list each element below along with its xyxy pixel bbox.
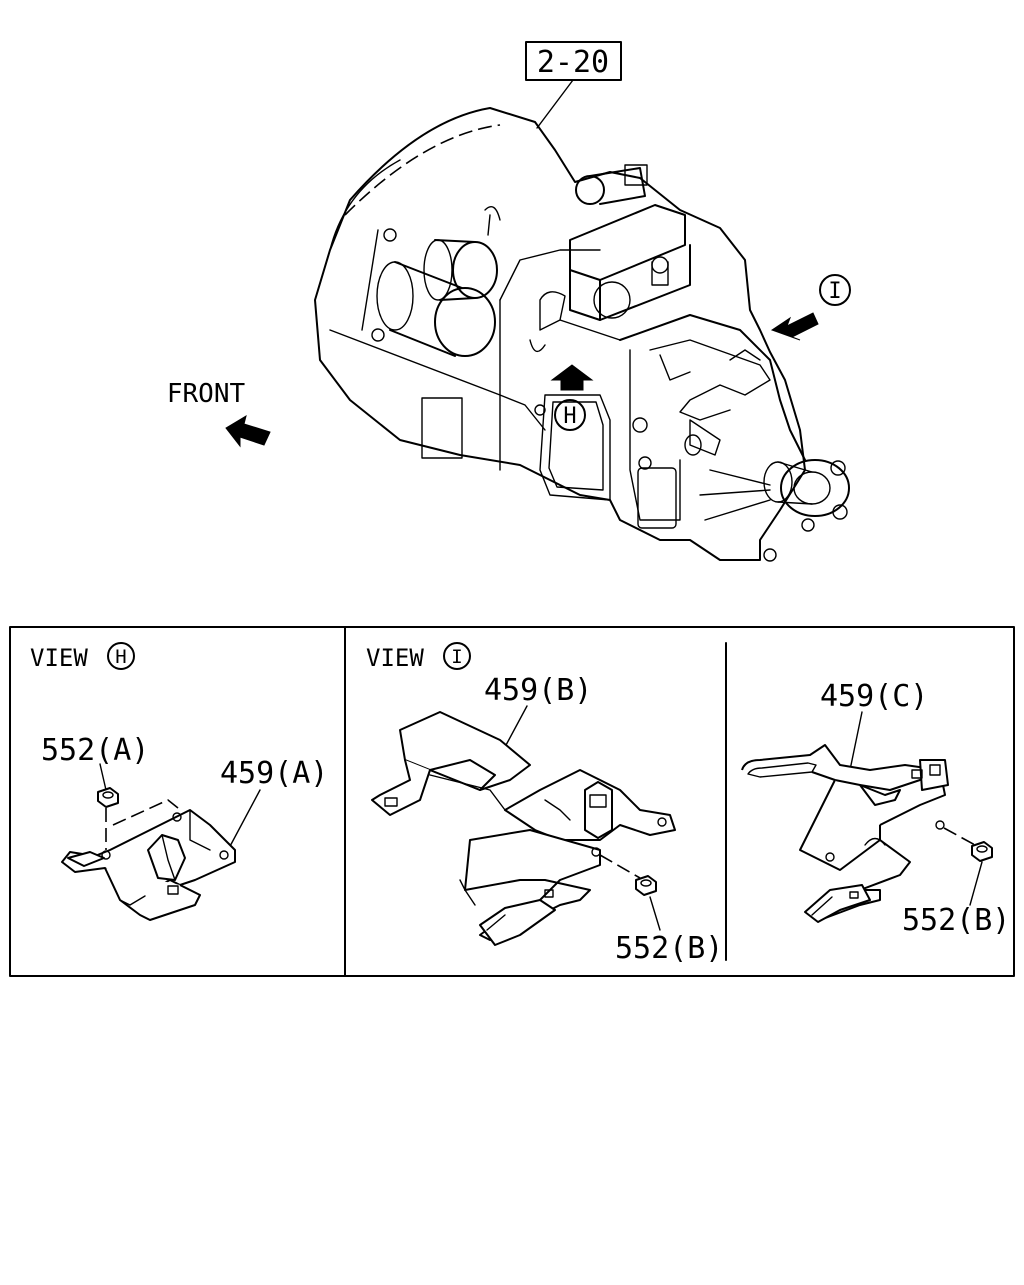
view-h-arrow-icon [550, 364, 594, 391]
bracket-459c-label: 459(C) [820, 679, 928, 714]
view-i-title-marker [443, 642, 471, 670]
view-h-title-marker [107, 642, 135, 670]
bracket-459c [741, 744, 949, 923]
reference-leader [536, 79, 574, 129]
view-h-title-letter: H [115, 646, 126, 668]
view-i-arrow-icon [770, 312, 819, 341]
view-i-title: VIEW [366, 644, 424, 672]
reference-label: 2-20 [537, 45, 609, 80]
housing-outline-dash [344, 124, 501, 216]
housing-rim [329, 159, 401, 251]
front-label: FRONT [167, 379, 246, 409]
nut-552b-leader [649, 896, 661, 931]
nut-552b-c-icon [971, 841, 993, 862]
view-h-marker [554, 399, 586, 431]
nut-552a-label: 552(A) [41, 733, 149, 768]
view-h: VIEW H 552(A) 459(A) [30, 642, 328, 921]
output-flange [763, 459, 850, 562]
front-arrow-icon [225, 414, 271, 448]
bracket-459a-leader [227, 789, 261, 851]
nut-552a-leader [99, 763, 107, 791]
transmission-assembly: 2-20 [167, 41, 851, 562]
bracket-459b-label: 459(B) [484, 673, 592, 708]
nut-552b-c-leader [969, 861, 983, 906]
case-bracket [649, 339, 771, 421]
view-i-marker [819, 274, 851, 306]
nut-552b-c-label: 552(B) [902, 903, 1010, 938]
rear-case [421, 314, 806, 529]
views-panel: VIEW H 552(A) 459(A) [9, 626, 1015, 977]
nut-552b-label: 552(B) [615, 931, 723, 966]
view-i-title-letter: I [451, 646, 462, 668]
housing-seam [329, 329, 546, 431]
release-cylinder [361, 228, 498, 357]
nut-552b-c-axis [943, 827, 976, 846]
bracket-459a-label: 459(A) [220, 756, 328, 791]
views-frame [9, 626, 1015, 977]
nut-552a-icon [97, 787, 119, 808]
bracket-459b [371, 711, 676, 946]
view-h-title: VIEW [30, 644, 88, 672]
bell-housing [314, 107, 806, 561]
bracket-459a [61, 809, 236, 921]
housing-rib [499, 249, 601, 301]
bracket-459c-leader [849, 711, 863, 771]
view-i-marker-letter: I [828, 279, 841, 304]
nut-552b-axis [599, 854, 641, 879]
shift-housing [484, 164, 691, 353]
nut-552b-icon [635, 875, 657, 896]
view-h-marker-letter: H [563, 404, 576, 429]
view-i: VIEW I 459(B) [366, 642, 1010, 966]
bracket-459a-axis [112, 799, 179, 826]
